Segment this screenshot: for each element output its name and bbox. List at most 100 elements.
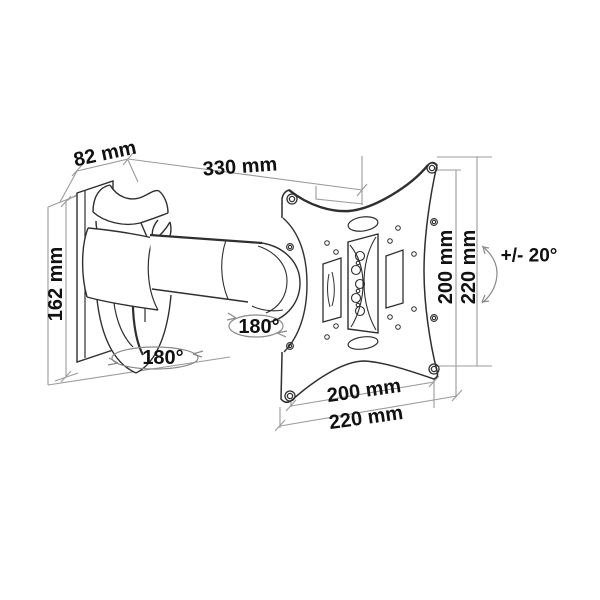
small-holes: [324, 225, 417, 340]
tilt-arrowhead-top: [482, 246, 490, 255]
hub-left-arc: [81, 227, 89, 298]
corner-hole: [428, 363, 440, 375]
saddle-step: [140, 222, 148, 238]
rotation-arrowhead: [276, 330, 288, 338]
dim-hole-width-label: 200 mm: [326, 375, 403, 407]
chain-link: [354, 250, 366, 262]
corner-hole: [286, 193, 298, 205]
dim-hole-height-label: 200 mm: [435, 230, 457, 305]
vesa-edge-holes: [286, 218, 438, 350]
arm-bottom-edge: [151, 288, 249, 303]
dim-plate-width-tick-right: [451, 389, 463, 402]
arm-hinge-notch: [251, 305, 284, 312]
vesa-plate: [280, 161, 439, 403]
tilt-arc: [481, 245, 498, 304]
corner-hole: [426, 162, 438, 174]
vesa-hole-inner: [287, 244, 293, 250]
cable-oval-bottom: [347, 336, 379, 350]
center-slot-frame: [347, 233, 379, 334]
saddle-mid-edge: [92, 211, 169, 226]
swivel-plate-label: 180°: [238, 316, 279, 338]
dim-reach-line: [127, 158, 363, 191]
small-hole: [395, 324, 401, 330]
rotation-ellipse-plate: [228, 314, 284, 338]
hub-bottom-edge: [86, 296, 159, 311]
rotation-arrowhead: [107, 357, 119, 366]
vesa-hole-inner: [431, 315, 437, 321]
dim-plate-width-label: 220 mm: [328, 402, 405, 434]
small-hole: [333, 323, 339, 329]
corner-hole-inner: [428, 164, 436, 172]
plate-top-edge-thick: [288, 164, 429, 213]
chain-pin: [355, 302, 361, 308]
tilt-range-label: +/- 20°: [501, 246, 558, 267]
arm-end-cap: [261, 242, 301, 323]
saddle-top-dip: [109, 184, 160, 200]
small-hole: [411, 251, 417, 257]
chain-pin: [355, 260, 361, 266]
arm-top-edge: [149, 233, 263, 245]
dimension-lines: [54, 152, 492, 432]
swivel-wall-label: 180°: [142, 347, 183, 369]
dim-height-tick-top: [60, 195, 72, 208]
dim-hole-width-line: [290, 381, 435, 407]
articulating-arm: [149, 233, 301, 323]
small-hole: [395, 225, 401, 231]
corner-hole: [284, 390, 296, 402]
dim-depth-label: 82 mm: [72, 137, 139, 172]
wall-bracket: [76, 180, 172, 374]
lower-swivel-outer-left: [95, 287, 137, 374]
latch-slot: [322, 257, 342, 323]
dim-height-label: 162 mm: [45, 247, 67, 322]
hub-top-edge: [87, 227, 154, 239]
center-slot-web-left: [349, 244, 364, 328]
arm-end-cap-inner: [257, 245, 288, 314]
dim-height-extension-bottom: [54, 372, 79, 382]
vesa-hole: [286, 342, 294, 350]
small-hole: [387, 238, 393, 244]
small-hole: [411, 306, 417, 312]
hub-fill: [82, 228, 158, 310]
corner-hole-inner: [286, 392, 294, 400]
latch-lens-right: [331, 271, 335, 307]
rotation-arrowhead: [192, 350, 204, 358]
vesa-hole: [430, 314, 438, 322]
vesa-hole: [286, 243, 294, 251]
vesa-hole: [430, 218, 438, 226]
vesa-hole-inner: [287, 343, 293, 349]
saddle-right-side: [158, 190, 169, 214]
small-hole: [387, 314, 393, 320]
dim-height-tick-bottom: [60, 370, 72, 383]
corner-hole-inner: [288, 195, 296, 203]
corner-hole-inner: [430, 365, 438, 373]
dim-depth-extension-left: [59, 170, 78, 203]
small-hole: [324, 334, 330, 340]
arm-ring: [221, 239, 229, 300]
motion-arrows: [107, 245, 498, 370]
latch-lens-left: [327, 273, 331, 308]
dim-hole-width-tick-left: [285, 399, 297, 412]
cable-oval-top: [347, 216, 379, 232]
dim-plate-height-label: 220 mm: [458, 230, 480, 305]
dim-plate-width-tick-left: [274, 419, 286, 432]
chain-link: [354, 305, 366, 317]
dim-plate-width-line: [279, 395, 458, 427]
cable-chain: [350, 250, 366, 317]
dim-depth-tick-left: [71, 164, 83, 177]
saddle-left-hump: [92, 184, 111, 213]
rotation-ellipse-wall: [111, 346, 199, 370]
dim-depth-extension-right: [127, 159, 139, 183]
dim-depth-line: [76, 158, 129, 172]
small-hole: [324, 240, 330, 246]
rotation-arrowhead: [226, 312, 237, 321]
corner-holes: [284, 162, 440, 402]
dim-hole-width-tick-right: [428, 375, 440, 388]
side-slot: [385, 249, 404, 309]
tilt-arrowhead-bottom: [481, 294, 490, 303]
plate-details: [284, 162, 440, 402]
chain-link: [350, 292, 362, 304]
swivel-hub: [81, 227, 159, 311]
construction-corner-line: [315, 186, 364, 205]
